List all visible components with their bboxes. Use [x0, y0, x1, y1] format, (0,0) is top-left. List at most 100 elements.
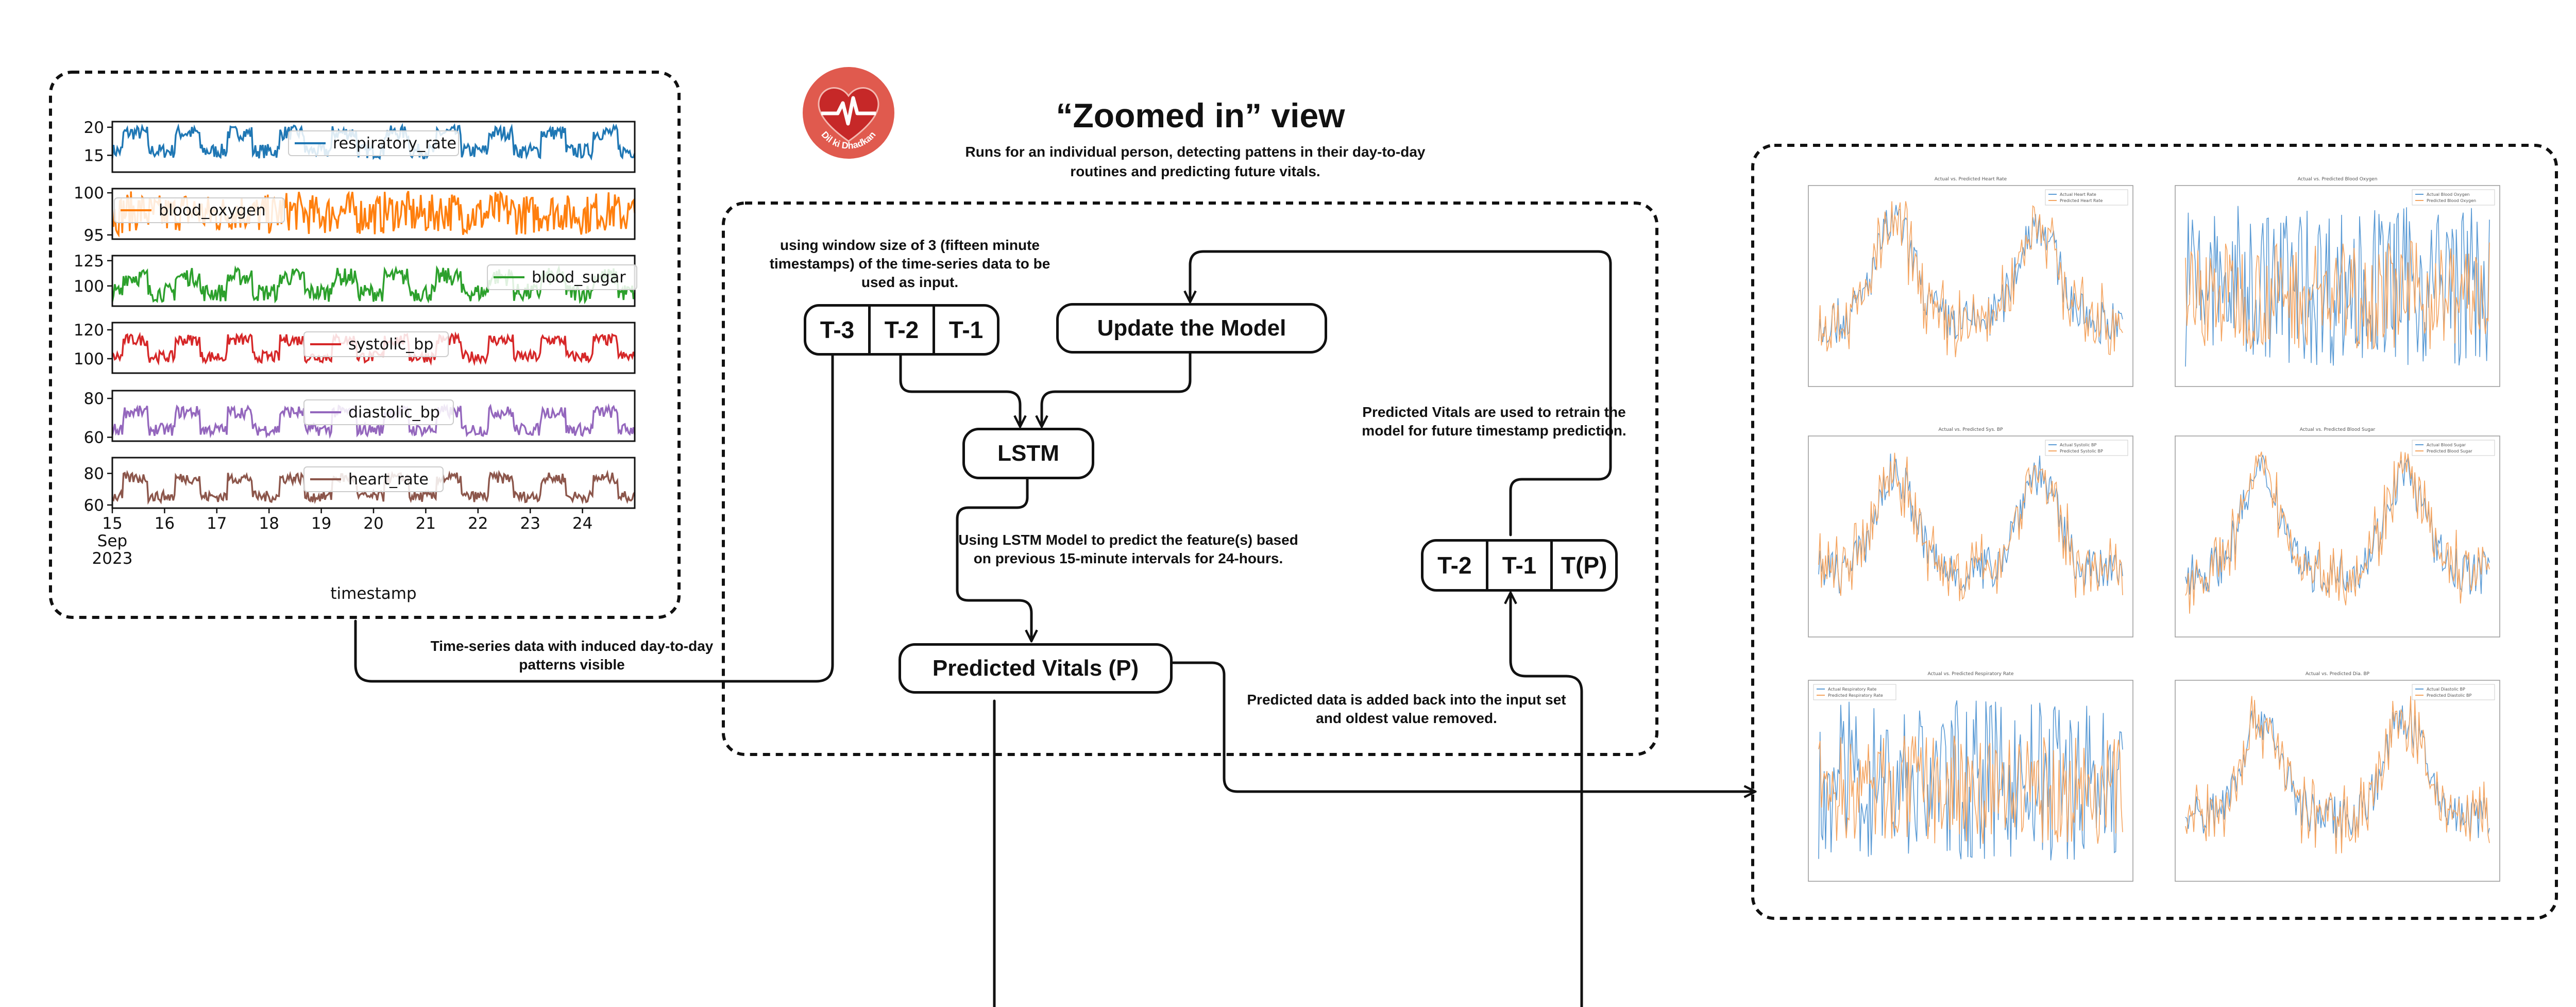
series-line-predicted — [2185, 451, 2490, 614]
retrain-note: Predicted Vitals are used to retrain the… — [1362, 404, 1626, 439]
edge-bottom-to-shifted-window — [1511, 594, 1583, 1007]
y-tick-label: 100 — [74, 184, 104, 203]
legend-diastolic_bp: diastolic_bp — [303, 399, 454, 425]
shifted-window-box: T-2 T-1 T(P) — [1421, 539, 1618, 592]
x-tick-label: 17 — [207, 514, 227, 533]
x-tick-label: 16 — [155, 514, 175, 533]
y-tick-label: 15 — [84, 146, 104, 165]
result-chart-title: Actual vs. Predicted Blood Oxygen — [2298, 177, 2378, 182]
series-line-predicted — [1818, 452, 2123, 601]
result-legend-label: Predicted Heart Rate — [2060, 198, 2103, 203]
legend-label: systolic_bp — [348, 335, 433, 354]
series-line-respiratory_rate — [111, 123, 636, 161]
y-tick-label: 80 — [84, 390, 104, 408]
series-line-diastolic_bp — [111, 403, 636, 439]
ts-panel-systolic_bp: 120 100 systolic_bp — [74, 321, 636, 374]
ts-panel-frame — [111, 390, 636, 442]
result-chart-frame — [2175, 680, 2500, 882]
edge-update-to-lstm — [1042, 349, 1192, 426]
edge-window-to-lstm — [899, 349, 1020, 426]
timeseries-panel-frame — [49, 71, 681, 619]
result-legend-label: Actual Blood Sugar — [2427, 443, 2466, 447]
x-tick-label: 20 — [363, 514, 383, 533]
legend-label: blood_sugar — [532, 268, 626, 287]
x-tick-label: 23 — [520, 514, 540, 533]
x-axis-label: timestamp — [330, 584, 416, 603]
result-chart-5: Actual vs. Predicted Respiratory RateAct… — [1808, 672, 2133, 882]
edge-predicted-to-results — [1169, 661, 1754, 792]
lstm-note: Using LSTM Model to predict the feature(… — [958, 532, 1298, 566]
x-tick-label: 22 — [468, 514, 488, 533]
result-legend-label: Actual Diastolic BP — [2427, 687, 2465, 692]
result-chart-legend: Actual Systolic BP Predicted Systolic BP — [2045, 440, 2128, 456]
result-chart-frame — [1808, 435, 2133, 637]
result-legend-label: Predicted Blood Sugar — [2427, 449, 2472, 454]
y-tick-label: 95 — [84, 226, 104, 245]
ts-panel-frame — [111, 322, 636, 374]
result-legend-label: Predicted Respiratory Rate — [1828, 693, 1883, 698]
legend-label: respiratory_rate — [333, 135, 456, 153]
result-chart-frame — [2175, 435, 2500, 637]
series-line-predicted — [2185, 240, 2490, 349]
x-tick-label: 24 — [572, 514, 592, 533]
series-line-actual — [2185, 206, 2490, 367]
y-tick-label: 120 — [74, 321, 104, 340]
added-back-note: Predicted data is added back into the in… — [1247, 692, 1566, 726]
shifted-cell-tp: T(P) — [1550, 542, 1615, 589]
ts-panel-frame — [111, 121, 636, 173]
legend-label: diastolic_bp — [348, 404, 440, 422]
result-chart-6: Actual vs. Predicted Dia. BP Actual Diast… — [2175, 672, 2500, 882]
legend-systolic_bp: systolic_bp — [303, 331, 449, 357]
update-model-node: Update the Model — [1056, 303, 1327, 354]
x-tick-label: 18 — [259, 514, 279, 533]
legend-respiratory_rate: respiratory_rate — [288, 130, 459, 156]
input-window-box: T-3 T-2 T-1 — [804, 304, 999, 356]
result-legend-label: Actual Heart Rate — [2060, 192, 2096, 197]
ts-panel-respiratory_rate: 20 15 respiratory_rate — [84, 119, 636, 173]
window-cell-t2: T-2 — [868, 307, 933, 353]
series-line-predicted — [1818, 735, 2123, 844]
result-chart-title: Actual vs. Predicted Sys. BP — [1939, 427, 2004, 432]
legend-label: heart_rate — [348, 471, 429, 489]
x-tick-label: 2023 — [92, 549, 133, 568]
result-legend-label: Actual Systolic BP — [2060, 443, 2096, 447]
shifted-cell-t1: T-1 — [1485, 542, 1551, 589]
y-tick-label: 125 — [74, 252, 104, 271]
edge-retrain-loop — [1190, 250, 1612, 536]
x-tick-label: 15 — [102, 514, 122, 533]
zoomed-view-frame — [722, 202, 1658, 756]
result-chart-title: Actual vs. Predicted Dia. BP — [2306, 672, 2370, 677]
results-panel-frame — [1751, 144, 2558, 920]
lstm-node: LSTM — [962, 428, 1094, 479]
y-tick-label: 80 — [84, 465, 104, 483]
series-line-predicted — [2185, 696, 2490, 854]
shifted-cell-t2: T-2 — [1437, 552, 1472, 579]
legend-blood_oxygen: blood_oxygen — [114, 197, 285, 223]
y-tick-label: 100 — [74, 350, 104, 368]
result-chart-2: Actual vs. Predicted Blood OxygenActual … — [2175, 177, 2500, 387]
window-cell-t3: T-3 — [820, 316, 855, 343]
ts-panel-heart_rate: 80 60 heart_rate — [84, 457, 636, 515]
predicted-vitals-node: Predicted Vitals (P) — [899, 643, 1173, 694]
result-chart-title: Actual vs. Predicted Heart Rate — [1935, 177, 2007, 182]
y-tick-label: 60 — [84, 428, 104, 447]
result-legend-label: Actual Respiratory Rate — [1828, 687, 1876, 692]
x-tick-label: 19 — [311, 514, 331, 533]
edge-lstm-to-predicted — [956, 477, 1031, 640]
series-line-predicted — [1818, 201, 2123, 358]
timeseries-note: Time-series data with induced day-to-day… — [430, 638, 714, 673]
y-tick-label: 20 — [84, 119, 104, 137]
ts-panel-blood_oxygen: 100 95 blood_oxygen — [74, 184, 636, 245]
result-legend-label: Predicted Systolic BP — [2060, 449, 2103, 454]
ts-panel-diastolic_bp: 80 60 diastolic_bp — [84, 390, 636, 447]
y-tick-label: 60 — [84, 496, 104, 515]
series-line-actual — [1818, 700, 2123, 861]
